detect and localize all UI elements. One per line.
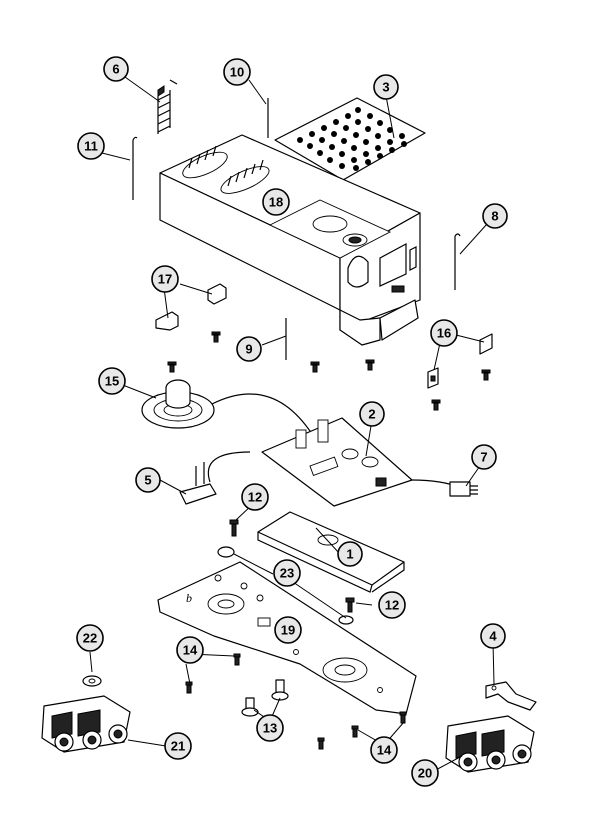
svg-text:14: 14 [183,643,198,658]
callout-20: 20 [411,759,439,787]
callout-18: 18 [262,188,290,216]
svg-text:2: 2 [368,407,375,422]
callout-5: 5 [135,467,161,493]
svg-text:18: 18 [269,195,283,210]
part-20-truck [445,715,535,773]
svg-text:19: 19 [281,623,295,638]
svg-text:10: 10 [230,65,244,80]
svg-text:16: 16 [437,326,451,341]
svg-text:8: 8 [491,209,498,224]
callout-14-left: 14 [176,636,204,664]
svg-text:7: 7 [480,450,487,465]
svg-text:17: 17 [158,272,172,287]
part-18-body-shell [159,134,421,346]
part-8-grab-iron [454,233,461,290]
callout-11: 11 [77,132,105,160]
part-14-screws [185,653,407,750]
svg-text:22: 22 [83,631,97,646]
callout-17: 17 [151,265,179,293]
callout-9: 9 [236,336,262,362]
callout-19: 19 [274,616,302,644]
part-3-foam-sheet [274,97,426,181]
callout-2: 2 [359,401,385,427]
svg-text:13: 13 [263,721,277,736]
callout-14-right: 14 [370,736,398,764]
callout-12-upper: 12 [241,483,269,511]
callout-8: 8 [482,203,508,229]
svg-text:12: 12 [248,490,262,505]
svg-text:11: 11 [84,139,98,154]
callout-15: 15 [98,367,126,395]
callout-22: 22 [76,624,104,652]
svg-text:5: 5 [144,473,151,488]
callout-1: 1 [337,541,363,567]
chassis-mark-b: b [186,591,192,605]
callout-16: 16 [430,319,458,347]
part-16-bracket [427,333,493,389]
callout-7: 7 [471,444,497,470]
svg-text:12: 12 [385,598,399,613]
part-12-screws [229,519,355,613]
part-6-ladder [157,79,178,134]
part-5-switch [179,451,251,505]
part-2-circuit-board [261,417,463,507]
part-17-bracket [155,283,227,331]
part-23-washers [217,546,354,625]
svg-text:21: 21 [171,739,185,754]
svg-text:3: 3 [382,80,389,95]
svg-text:23: 23 [280,566,294,581]
part-1-tray [257,511,405,593]
callout-12-lower: 12 [378,591,406,619]
callout-21: 21 [164,732,192,760]
svg-text:1: 1 [346,547,353,562]
part-11-grab-iron [132,136,138,200]
part-7-connector [449,481,478,497]
svg-text:14: 14 [377,743,392,758]
part-21-truck [41,695,131,753]
callout-23: 23 [273,559,301,587]
part-22-washer [82,675,102,687]
svg-text:6: 6 [112,62,119,77]
callout-6: 6 [103,56,129,82]
callout-13: 13 [256,714,284,742]
svg-text:9: 9 [245,342,252,357]
svg-text:20: 20 [418,766,432,781]
svg-text:4: 4 [489,629,497,644]
part-13-posts [241,679,289,717]
callout-3: 3 [373,74,399,100]
part-4-coupler-bracket [485,681,537,711]
leader-lines [89,76,495,773]
screws [167,331,491,411]
callout-4: 4 [480,623,506,649]
callout-10: 10 [223,58,251,86]
svg-text:15: 15 [105,374,119,389]
